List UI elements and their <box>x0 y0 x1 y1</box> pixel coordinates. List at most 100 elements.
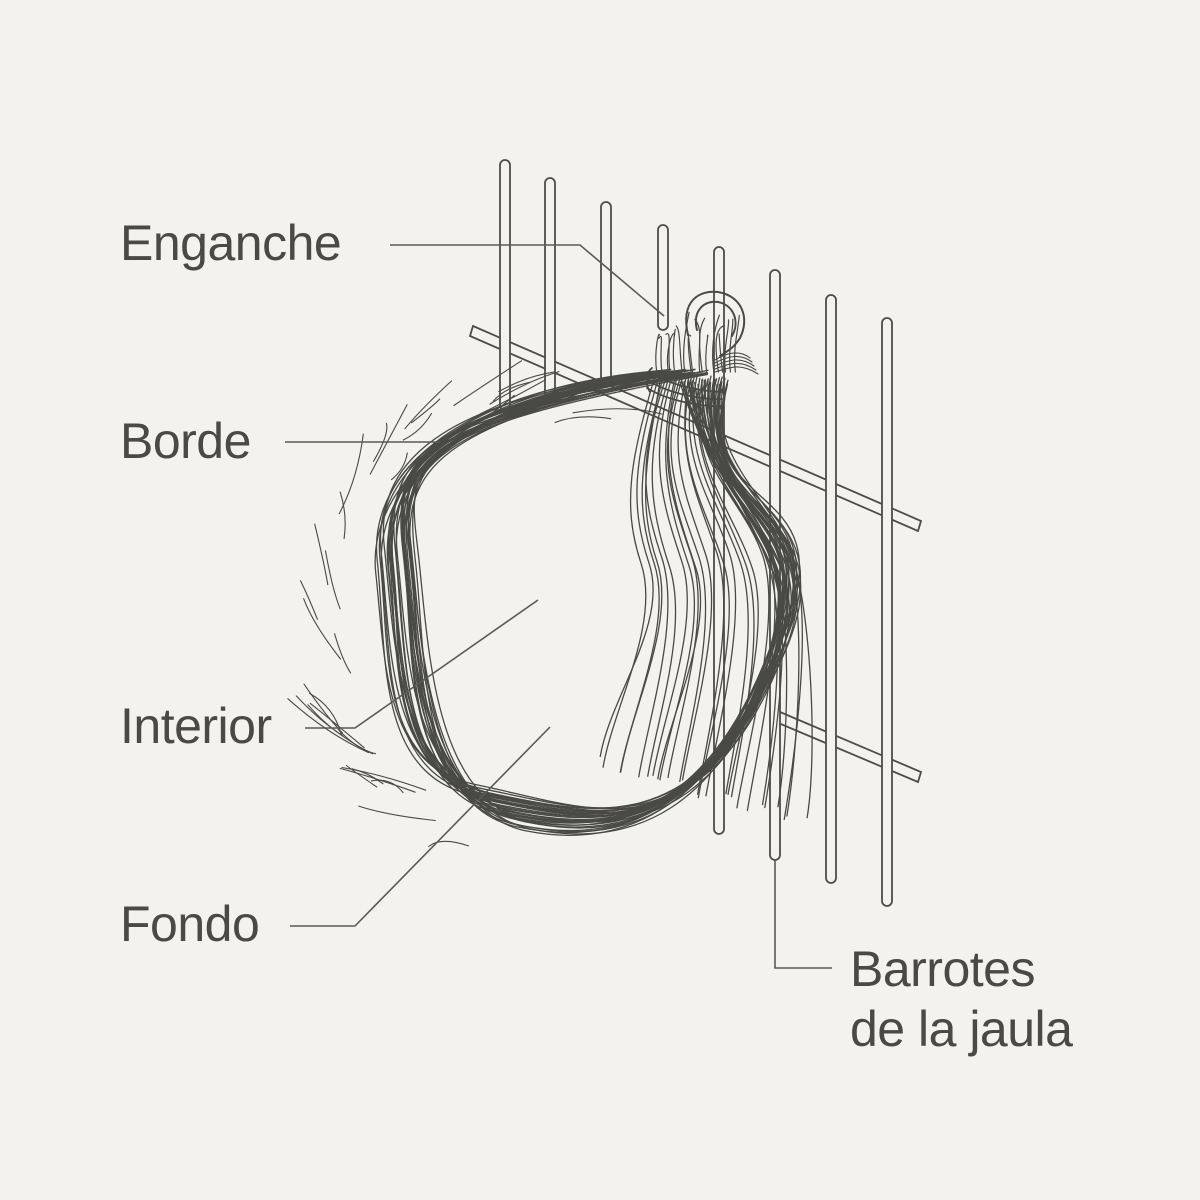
nest-strand <box>408 373 790 835</box>
nest-strand <box>299 580 318 620</box>
nest-strand <box>572 408 663 415</box>
nest-strand <box>390 452 408 481</box>
nest-strand <box>714 366 759 375</box>
nest-strand <box>698 378 759 795</box>
nest-strand <box>599 379 659 758</box>
binding-wrap <box>645 367 726 409</box>
leader-line-bottom <box>290 726 551 927</box>
label-bottom: Fondo <box>120 896 259 952</box>
nest-strand <box>655 333 660 373</box>
nest-strand <box>687 334 692 373</box>
nest-strand <box>714 355 753 364</box>
nest-strands <box>287 311 813 848</box>
nest-strand <box>685 329 694 373</box>
nest-strand <box>370 779 404 794</box>
nest-strand <box>672 328 676 373</box>
nest-strand <box>729 318 734 373</box>
nest-strand <box>698 317 706 373</box>
nest-strand <box>684 376 730 799</box>
nest-strand <box>498 371 555 393</box>
nest-strand <box>358 805 436 822</box>
nest-strand <box>666 376 699 779</box>
nest-strand <box>287 698 370 754</box>
nest-strand <box>715 325 724 373</box>
nest-strand <box>489 371 560 405</box>
nest-strand <box>324 550 341 610</box>
cage-bar <box>657 224 669 331</box>
nest-strand <box>657 375 702 780</box>
nest-strand <box>647 376 677 777</box>
leader-lines <box>285 244 832 969</box>
label-cage-bars-line1: Barrotes <box>850 941 1035 997</box>
nest-strand <box>692 375 749 795</box>
nest-strand <box>677 378 713 781</box>
nest-strand <box>303 598 342 660</box>
nest-strand <box>492 381 531 402</box>
leader-line-interior <box>305 599 539 729</box>
nest-strand <box>402 412 433 441</box>
nest-strand <box>710 378 788 808</box>
nest-strand <box>453 360 523 407</box>
nest-strand <box>683 311 690 373</box>
cage-bar <box>600 201 612 388</box>
nest-strand <box>699 379 770 809</box>
nest-strand <box>531 388 610 406</box>
nest-strand <box>338 433 364 515</box>
nest-strand <box>552 384 600 394</box>
nest-strand <box>413 373 802 829</box>
nest-strand <box>602 375 656 768</box>
nest-strand <box>670 375 707 783</box>
nest-strand <box>480 379 547 415</box>
nest-strand <box>339 491 346 540</box>
nest-strand <box>675 325 683 373</box>
cage-bar <box>499 159 511 411</box>
nest-strand <box>410 398 441 424</box>
label-cage-bars-line2: de la jaula <box>850 1001 1073 1057</box>
nest-strand <box>404 380 453 430</box>
nest-strand <box>303 683 343 734</box>
nest-strand <box>526 392 582 408</box>
labels: Enganche Borde Interior Fondo Barrotes d… <box>120 215 1074 1057</box>
nest-strand <box>696 377 755 798</box>
nest-strand <box>716 376 800 817</box>
nest-strand <box>701 378 776 812</box>
nest-strand <box>334 633 352 674</box>
nest-strand <box>309 702 365 749</box>
nest-strand <box>714 362 757 371</box>
nest-strand <box>705 334 709 373</box>
nest-strand <box>554 416 612 424</box>
nest-strand <box>720 377 813 819</box>
cage-cross-rod-upper <box>468 324 923 533</box>
label-hook: Enganche <box>120 215 341 271</box>
nest-strand <box>638 376 669 778</box>
nest-strand <box>724 319 730 373</box>
nest-strand <box>428 840 469 848</box>
nest-strand <box>295 695 344 737</box>
nest-strand <box>665 333 671 373</box>
nest-strand <box>412 371 801 833</box>
cage-bars <box>499 159 893 907</box>
label-rim: Borde <box>120 413 251 469</box>
label-interior: Interior <box>120 698 272 754</box>
hanging-loop <box>685 290 746 357</box>
nest-strand <box>706 375 784 809</box>
nest-strand <box>652 376 688 777</box>
nest-strand <box>314 523 329 586</box>
nest-strand <box>508 394 571 419</box>
nest-strand <box>658 335 663 373</box>
cage-bar <box>881 317 893 907</box>
nest-strand <box>712 314 720 373</box>
nest-strand <box>345 764 378 788</box>
nest-strand <box>659 378 696 781</box>
cage-bar <box>544 177 556 401</box>
nest-strand <box>714 352 751 361</box>
leader-line-cage-bars <box>774 860 832 969</box>
nest-strand <box>620 376 665 773</box>
nest-strand <box>714 359 755 367</box>
nest-strand <box>307 704 374 755</box>
nest-strand <box>372 422 388 462</box>
nest-strand <box>688 376 737 797</box>
cage-bar <box>825 294 837 884</box>
